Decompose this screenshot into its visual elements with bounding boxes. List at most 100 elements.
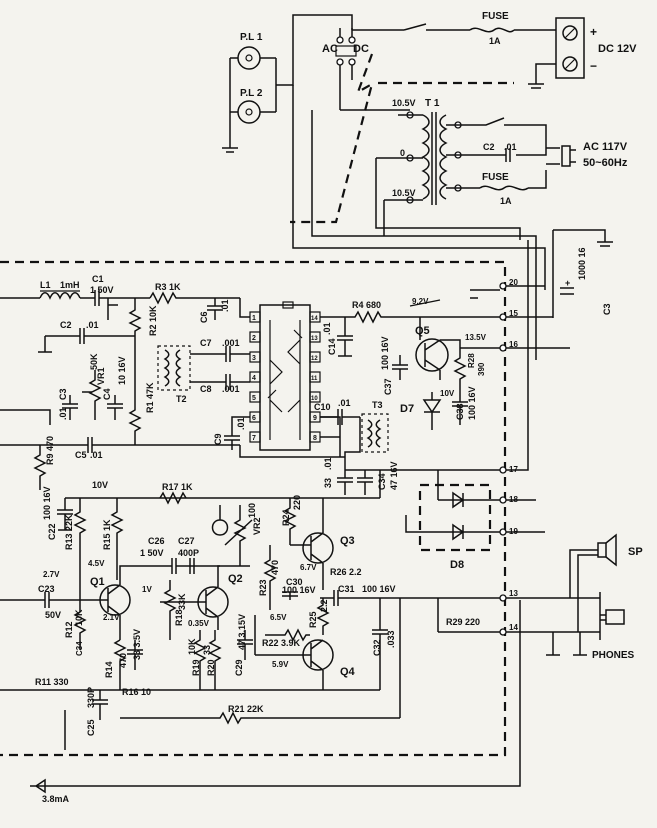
resistor-r26: R26 2.2	[322, 567, 362, 590]
resistor-r16: R16 10	[122, 687, 151, 697]
svg-text:.01: .01	[504, 142, 517, 152]
transformer-t1: T 1 10.5V 0 10.5V	[392, 98, 462, 205]
svg-text:1: 1	[252, 315, 256, 322]
capacitor-c31: C31 100 16V	[320, 584, 500, 606]
ac-117v-plug: AC 117V 50~60Hz	[546, 141, 628, 169]
svg-text:L1: L1	[40, 280, 51, 290]
svg-text:R9 470: R9 470	[45, 436, 55, 465]
svg-text:Q4: Q4	[340, 666, 356, 678]
svg-text:10K: 10K	[74, 609, 84, 626]
svg-text:2.7V: 2.7V	[43, 570, 60, 579]
transistor-q1: Q1	[90, 576, 131, 616]
svg-text:10.5V: 10.5V	[392, 188, 416, 198]
capacitor-c27: C27 400P	[178, 536, 199, 574]
rf-section: L1 1mH C1 1 50V R3 1K R2 10K C2 .01 VR1 …	[0, 274, 500, 495]
capacitor-c23: C23 50V	[38, 584, 61, 620]
svg-text:33: 33	[323, 478, 333, 488]
capacitor-c14: C14 .01	[322, 317, 353, 357]
capacitor-c38: C38 100 16V	[452, 386, 477, 425]
ic-left-pins: 1 2 3 4 5 6 7	[249, 311, 261, 443]
svg-text:100 16V: 100 16V	[282, 585, 316, 595]
svg-text:.01: .01	[322, 322, 332, 335]
svg-text:R16 10: R16 10	[122, 687, 151, 697]
svg-text:AC 117V: AC 117V	[583, 141, 628, 153]
svg-text:C14: C14	[327, 338, 337, 355]
svg-text:1A: 1A	[500, 196, 512, 206]
svg-text:P.L 1: P.L 1	[240, 32, 263, 43]
capacitor-c4: C4 10 16V	[102, 356, 127, 420]
capacitor-c3-rf: C3 .01	[58, 388, 78, 420]
transformer-t2: T2	[157, 345, 191, 404]
svg-text:R19: R19	[191, 659, 201, 676]
zener-d7: D7	[400, 392, 442, 430]
svg-text:FUSE: FUSE	[482, 11, 509, 22]
svg-text:50V: 50V	[45, 610, 61, 620]
capacitor-c37: C37 100 16V	[380, 336, 408, 395]
svg-text:2.2: 2.2	[319, 599, 329, 612]
svg-text:R22 3.9K: R22 3.9K	[262, 638, 301, 648]
svg-text:R25: R25	[308, 611, 318, 628]
svg-text:13.5V: 13.5V	[465, 333, 487, 342]
svg-text:6: 6	[252, 415, 256, 422]
svg-text:D8: D8	[450, 559, 464, 571]
capacitor-c2-power: C2 .01	[483, 142, 517, 162]
svg-text:.001: .001	[222, 338, 240, 348]
svg-text:C34: C34	[75, 641, 84, 656]
svg-text:−: −	[590, 59, 597, 73]
svg-text:1 50V: 1 50V	[140, 548, 164, 558]
svg-text:11: 11	[311, 376, 318, 382]
transistor-q4: Q4	[302, 639, 356, 678]
power-section: P.L 1 P.L 2 AC DC FUSE 1A	[222, 11, 637, 360]
svg-text:R24: R24	[281, 509, 291, 526]
svg-text:50K: 50K	[89, 353, 99, 370]
resistor-r24: R24 220	[281, 495, 302, 545]
svg-text:C27: C27	[178, 536, 195, 546]
capacitor-c30: C30 100 16V	[282, 577, 316, 600]
svg-text:C38: C38	[455, 403, 465, 420]
capacitor-c32: C32 .033	[372, 598, 396, 690]
svg-text:470: 470	[118, 653, 128, 668]
resistor-r28: R28 390	[453, 348, 486, 392]
resistor-r19: R19 10K	[187, 630, 207, 690]
svg-text:100 16V: 100 16V	[362, 584, 396, 594]
svg-text:47 3.15V: 47 3.15V	[237, 614, 247, 650]
svg-text:C22: C22	[47, 523, 57, 540]
svg-text:47 16V: 47 16V	[389, 461, 399, 490]
resistor-r20: R20 33	[202, 630, 222, 690]
svg-text:C5: C5	[75, 450, 87, 460]
svg-text:Q5: Q5	[415, 325, 430, 337]
svg-text:C29: C29	[234, 659, 244, 676]
svg-text:C4: C4	[102, 388, 112, 400]
svg-text:C8: C8	[200, 384, 212, 394]
board-outline	[0, 260, 507, 757]
svg-text:D7: D7	[400, 403, 414, 415]
resistor-r12: R12 10K	[64, 600, 87, 650]
svg-text:R13 22K: R13 22K	[64, 514, 74, 550]
svg-text:6.7V: 6.7V	[300, 563, 317, 572]
capacitor-c1: C1 1 50V	[80, 274, 150, 306]
svg-text:.01: .01	[236, 417, 246, 430]
fuse-bottom: FUSE 1A	[479, 172, 529, 206]
svg-text:6.5V: 6.5V	[270, 613, 287, 622]
capacitor-c9: C9 .01	[213, 417, 246, 450]
resistor-r18: R18 33K	[163, 580, 187, 640]
resistor-r23: R23 470	[258, 545, 280, 610]
svg-text:.001: .001	[222, 384, 240, 394]
svg-text:R2 10K: R2 10K	[148, 305, 158, 336]
svg-text:1000 16: 1000 16	[577, 247, 587, 280]
resistor-r17: R17 1K	[159, 482, 193, 505]
svg-text:C37: C37	[383, 378, 393, 395]
svg-text:400P: 400P	[178, 548, 199, 558]
svg-text:R18: R18	[174, 609, 184, 626]
inductor-l1: L1 1mH	[39, 280, 81, 300]
svg-text:C2: C2	[483, 142, 495, 152]
svg-text:3: 3	[252, 355, 256, 362]
svg-text:50~60Hz: 50~60Hz	[583, 157, 628, 169]
svg-text:33 3.5V: 33 3.5V	[132, 629, 142, 660]
audio-section: 10V R17 1K C22 100 16V R13 22K R15 1K 4.…	[0, 470, 521, 804]
resistor-r29: R29 220	[437, 598, 500, 633]
svg-text:16: 16	[509, 340, 518, 349]
capacitor-c7: C7 .001	[200, 338, 250, 362]
svg-text:T3: T3	[372, 400, 383, 410]
